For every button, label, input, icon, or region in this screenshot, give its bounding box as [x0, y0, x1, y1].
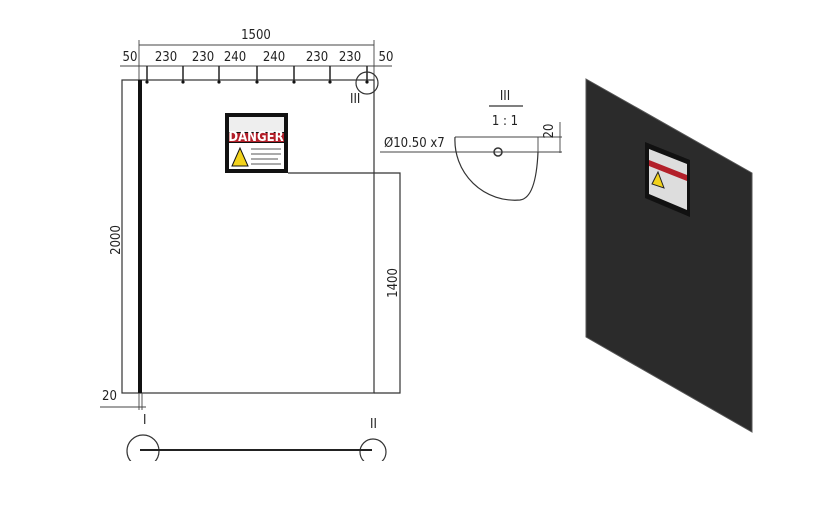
hole-marker — [292, 80, 296, 84]
bottom-offset-dimension: 20 — [102, 389, 117, 404]
hole-marker — [181, 80, 185, 84]
segment-dimension-label: 240 — [263, 50, 285, 65]
panel-edge-strip — [138, 80, 142, 393]
segment-dimension-label: 230 — [155, 50, 177, 65]
overall-width-label: 1500 — [241, 28, 271, 43]
section-mark-III: III — [350, 92, 360, 107]
hole-marker — [255, 80, 259, 84]
danger-text: DANGER — [228, 130, 283, 145]
hole-callout: Ø10.50 x7 — [384, 136, 445, 151]
hole-marker — [328, 80, 332, 84]
danger-label: DANGER — [225, 113, 288, 173]
label-height-dimension: 1400 — [386, 268, 401, 298]
hole-marker — [145, 80, 149, 84]
hole-marker — [365, 80, 369, 84]
segment-dimension-label: 50 — [379, 50, 394, 65]
section-mark-II: II — [370, 417, 377, 432]
height-dimension: 2000 — [109, 225, 124, 255]
segment-dimension-label: 230 — [306, 50, 328, 65]
edge-offset-dimension: 20 — [542, 124, 557, 139]
section-mark-I: I — [143, 413, 146, 428]
detail-view-III: III 1 : 1 Ø10.50 x7 20 — [380, 89, 562, 201]
laser-warning-icon — [231, 146, 249, 167]
hole-marker — [217, 80, 221, 84]
iso-panel — [585, 78, 753, 433]
segment-dimension-label: 240 — [224, 50, 246, 65]
detail-scale: 1 : 1 — [492, 114, 518, 129]
mounting-hole — [493, 147, 503, 157]
isometric-view — [585, 78, 753, 433]
segment-dimension-label: 50 — [123, 50, 138, 65]
segment-dimension-label: 230 — [192, 50, 214, 65]
detail-circle-III — [355, 71, 379, 95]
panel-outline — [121, 79, 375, 394]
detail-title: III — [500, 89, 510, 104]
segment-dimension-label: 230 — [339, 50, 361, 65]
